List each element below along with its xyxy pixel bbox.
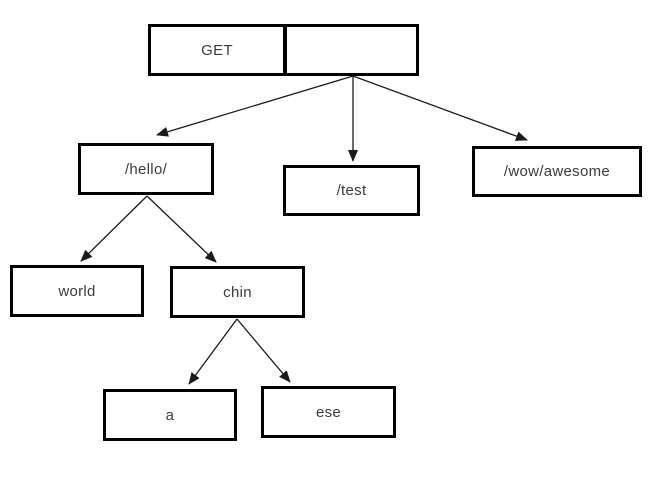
edge-hello-chin	[146, 195, 217, 263]
node-world: world	[10, 265, 144, 317]
node-root-method-label: GET	[201, 41, 233, 59]
node-a-label: a	[165, 406, 175, 424]
node-chin-label: chin	[223, 283, 252, 301]
node-hello-label: /hello/	[124, 160, 168, 178]
edge-root-hello	[156, 75, 354, 137]
node-hello: /hello/	[78, 143, 214, 195]
node-test: /test	[283, 165, 420, 216]
node-ese: ese	[261, 386, 396, 438]
node-root-method-cell: GET	[151, 27, 283, 73]
node-test-label: /test	[336, 182, 367, 199]
edge-chin-a	[188, 318, 238, 385]
node-ese-label: ese	[315, 403, 342, 421]
edge-root-wow-awesome	[352, 75, 528, 141]
node-chin: chin	[170, 266, 305, 318]
edge-hello-world	[80, 195, 148, 262]
node-a: a	[103, 389, 237, 441]
node-wow-awesome-label: /wow/awesome	[503, 163, 611, 180]
node-root-path-cell	[287, 27, 416, 73]
root-cell-divider	[283, 27, 287, 73]
node-world-label: world	[58, 282, 96, 300]
node-wow-awesome: /wow/awesome	[472, 146, 642, 197]
edge-chin-ese	[236, 318, 291, 383]
node-root: GET	[148, 24, 419, 76]
